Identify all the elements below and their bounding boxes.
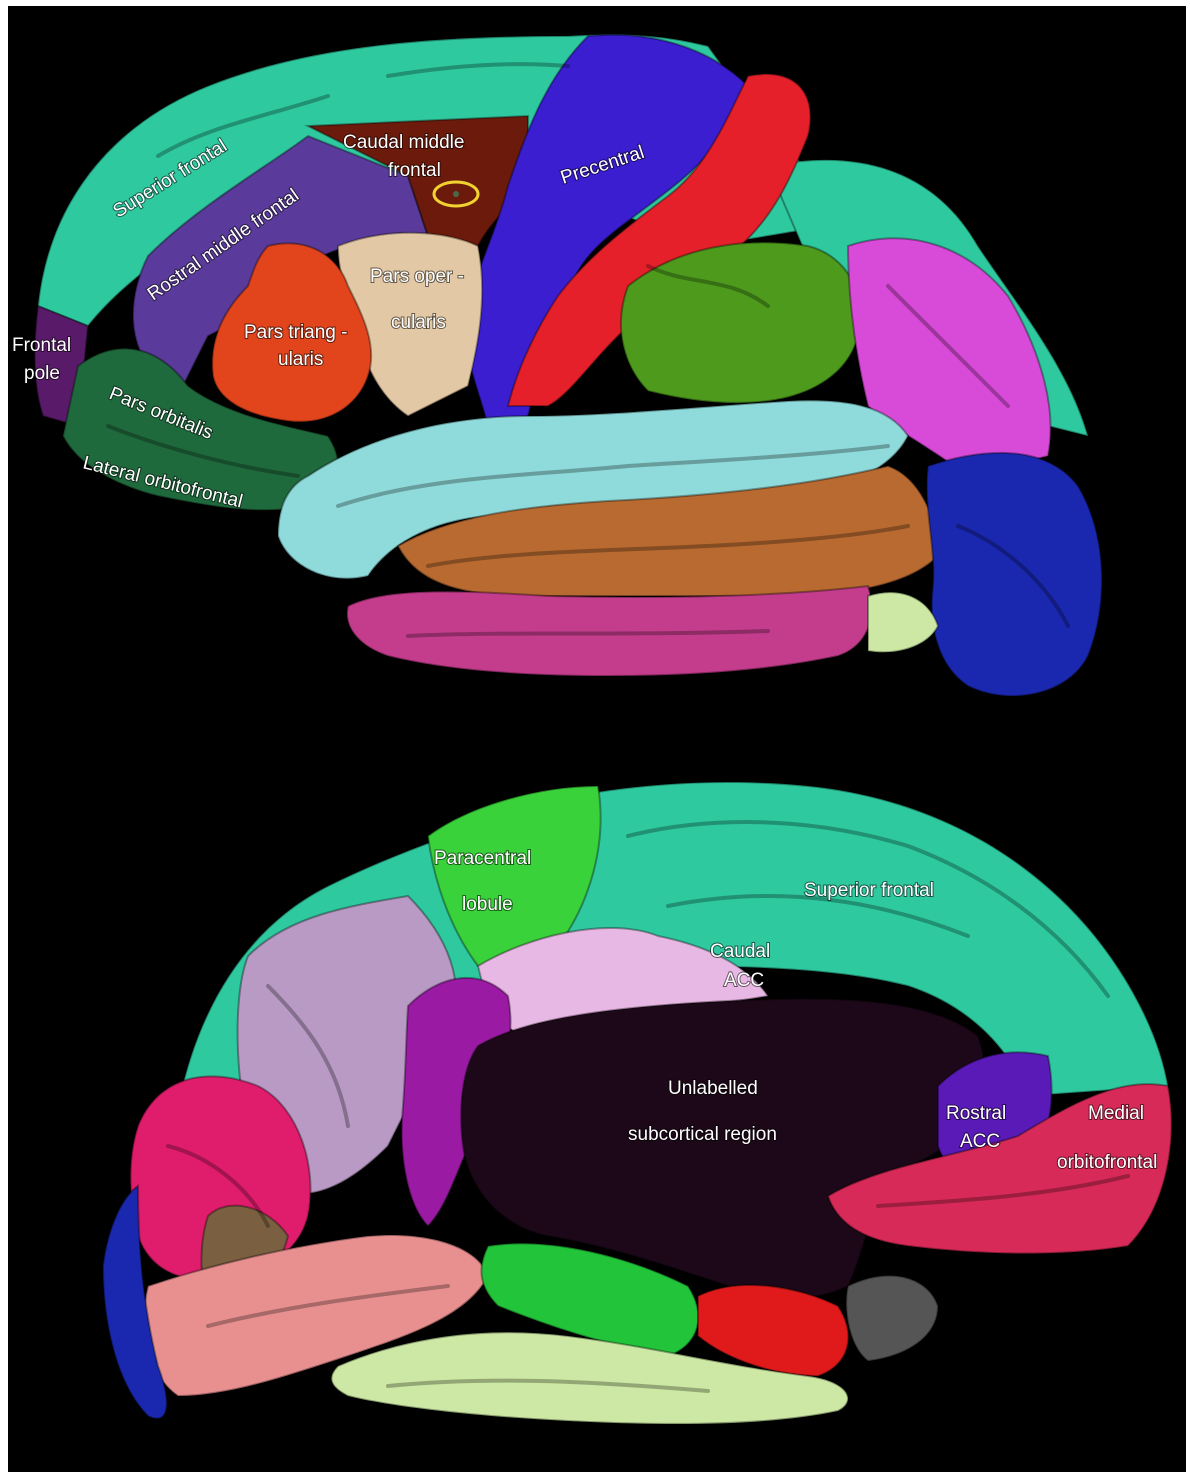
label-caudal-acc-1: Caudal xyxy=(710,941,770,962)
label-medial-orbitofrontal-1: Medial xyxy=(1088,1103,1144,1124)
lateral-hemisphere-view: Superior frontal Caudal middle frontal P… xyxy=(12,34,1102,696)
label-pars-triangularis-1: Pars triang - xyxy=(244,322,347,343)
region-marker-dot xyxy=(453,191,459,197)
label-pars-triangularis-2: ularis xyxy=(278,349,323,370)
label-superior-frontal-medial: Superior frontal xyxy=(804,880,934,901)
label-medial-orbitofrontal-2: orbitofrontal xyxy=(1057,1152,1157,1173)
label-pars-opercularis-1: Pars oper - xyxy=(370,266,464,287)
label-paracentral-2: lobule xyxy=(462,894,513,915)
label-rostral-acc-1: Rostral xyxy=(946,1103,1006,1124)
region-lateral-occipital xyxy=(927,453,1102,696)
region-fusiform-lateral xyxy=(868,592,938,652)
label-caudal-acc-2: ACC xyxy=(724,970,764,991)
label-frontal-pole-1: Frontal xyxy=(12,335,71,356)
region-temporal-pole xyxy=(846,1276,938,1361)
region-supramarginal xyxy=(621,242,861,403)
label-paracentral-1: Paracentral xyxy=(434,848,531,869)
region-inferior-temporal xyxy=(347,586,872,676)
label-unlabelled-2: subcortical region xyxy=(628,1124,777,1145)
label-rostral-acc-2: ACC xyxy=(960,1131,1000,1152)
label-caudal-middle-frontal-1: Caudal middle xyxy=(343,132,464,153)
label-caudal-middle-frontal-2: frontal xyxy=(388,160,441,181)
label-unlabelled-1: Unlabelled xyxy=(668,1078,758,1099)
label-pars-opercularis-2: cularis xyxy=(391,312,446,333)
label-frontal-pole-2: pole xyxy=(24,363,60,384)
figure-background: Superior frontal Caudal middle frontal P… xyxy=(8,6,1186,1472)
medial-hemisphere-view: Paracentral lobule Superior frontal Caud… xyxy=(103,782,1172,1424)
brain-parcellation-figure: Superior frontal Caudal middle frontal P… xyxy=(8,6,1186,1472)
